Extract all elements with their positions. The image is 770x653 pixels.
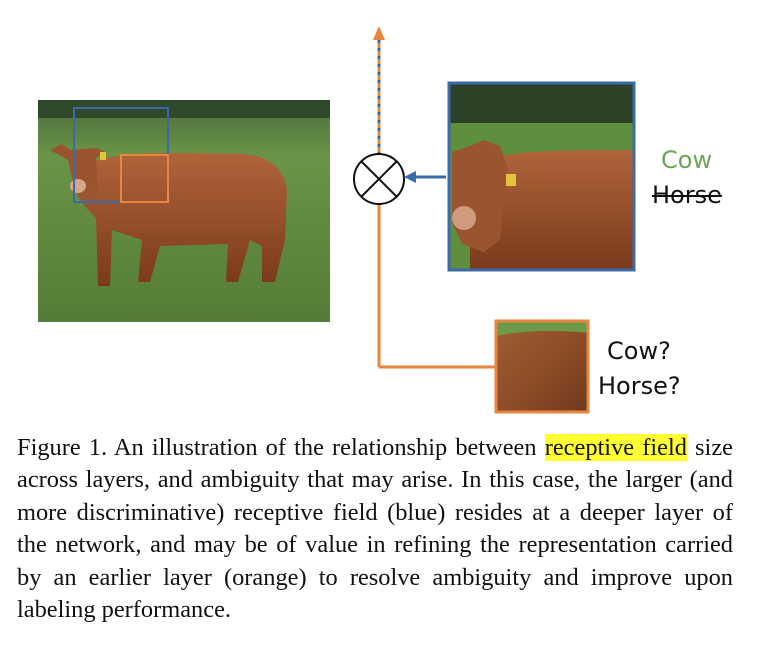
blue-arrow	[404, 171, 446, 183]
caption-prefix: Figure 1. An illustration of the relatio…	[17, 434, 545, 461]
multiply-node-icon	[353, 153, 405, 205]
figure-caption: Figure 1. An illustration of the relatio…	[17, 432, 733, 626]
cow-photo	[38, 100, 330, 322]
label-cow-question: Cow?	[607, 337, 671, 365]
label-cow: Cow	[661, 146, 713, 174]
blue-receptive-field-crop	[447, 81, 636, 272]
label-horse-struck: Horse	[652, 181, 722, 209]
caption-highlight: receptive field	[544, 434, 687, 461]
figure-diagram: Cow Horse Cow? Horse?	[38, 26, 722, 414]
orange-receptive-field-crop	[494, 319, 590, 414]
feature-flow-line	[373, 26, 495, 369]
label-horse-question: Horse?	[598, 372, 681, 400]
caption-suffix: size across layers, and ambiguity that m…	[17, 434, 733, 624]
